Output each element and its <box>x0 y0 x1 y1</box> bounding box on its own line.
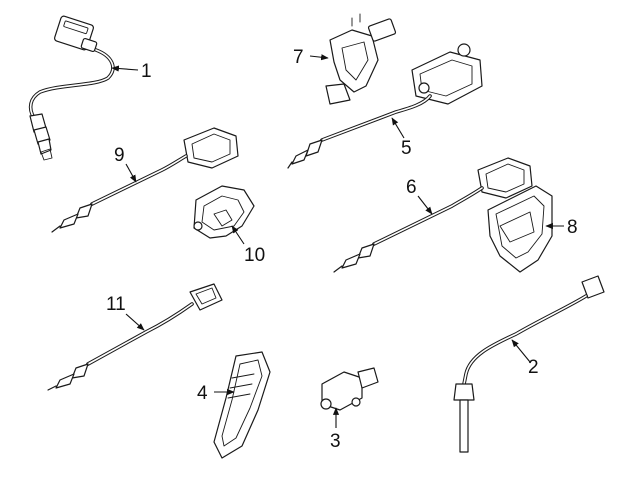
part-8-bracket[interactable] <box>487 185 553 273</box>
callout-labels: 1 2 3 4 5 6 7 8 9 10 11 <box>106 47 578 452</box>
callout-8: 8 <box>567 217 578 238</box>
leader-2 <box>511 339 531 363</box>
part-10-bracket[interactable] <box>193 185 255 239</box>
part-1-oxygen-sensor[interactable] <box>28 15 115 161</box>
callout-10: 10 <box>244 245 265 266</box>
part-9-nox-sensor[interactable] <box>51 127 239 233</box>
leader-1 <box>111 65 139 72</box>
leader-6 <box>417 195 433 215</box>
part-4-bracket[interactable] <box>213 351 271 459</box>
leader-9 <box>125 163 137 183</box>
part-7-bracket[interactable] <box>325 13 397 105</box>
callout-2: 2 <box>528 357 539 378</box>
leader-11 <box>125 313 145 331</box>
part-5-nox-sensor[interactable] <box>287 43 483 169</box>
leader-10 <box>231 225 245 245</box>
callout-leaders <box>111 54 564 428</box>
callout-5: 5 <box>401 138 412 159</box>
leader-7 <box>309 54 329 61</box>
callout-9: 9 <box>114 145 125 166</box>
leader-5 <box>391 117 405 139</box>
callout-3: 3 <box>330 431 341 452</box>
part-6-nox-sensor[interactable] <box>333 157 533 273</box>
callout-7: 7 <box>293 47 304 68</box>
callout-4: 4 <box>197 383 208 404</box>
callout-11: 11 <box>106 294 126 315</box>
callout-1: 1 <box>141 61 152 82</box>
part-3-pressure-sensor[interactable] <box>320 367 379 411</box>
part-11-nox-sensor[interactable] <box>47 283 223 391</box>
callout-6: 6 <box>406 177 417 198</box>
part-2-temperature-sensor[interactable] <box>453 275 605 453</box>
